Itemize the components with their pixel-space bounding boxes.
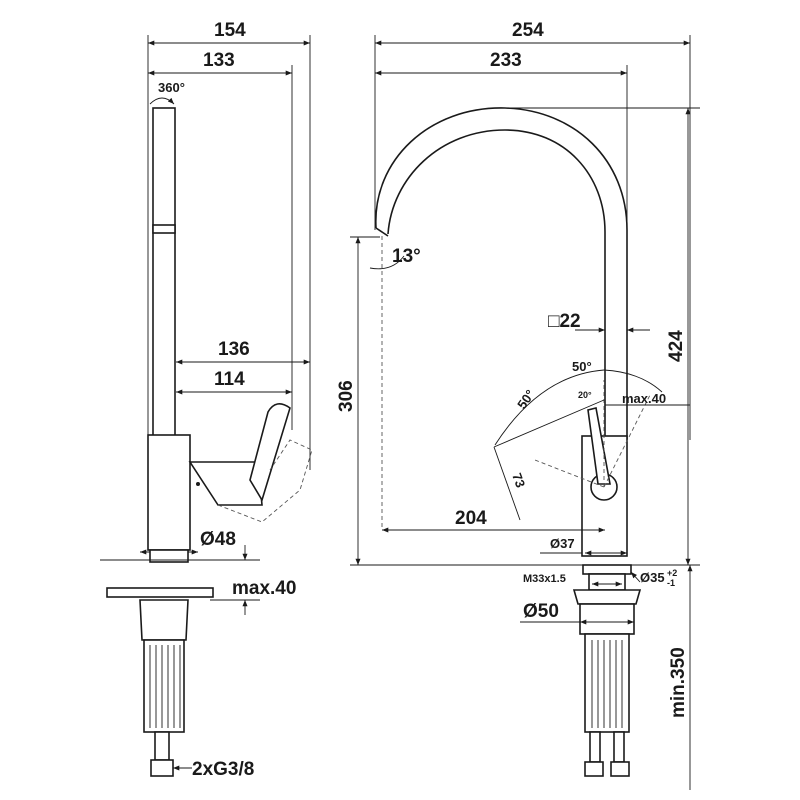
hole-diameter-label: Ø35 [640, 570, 665, 585]
angle-20: 20° [578, 390, 592, 400]
dim-label-136: 136 [218, 339, 250, 360]
dim-label-306: 306 [336, 380, 357, 412]
dim-label-d37: Ø37 [550, 536, 575, 551]
rotation-arrow [149, 97, 175, 105]
lever-max40: max.40 [622, 391, 666, 406]
angle-13: 13° [392, 246, 421, 267]
side-view: 154 133 360° 136 114 Ø48 max.40 2xG3/8 [100, 20, 313, 780]
hole-tol-minus: -1 [667, 578, 675, 588]
dim-label-square22: □22 [548, 311, 581, 332]
dim-label-233: 233 [490, 50, 522, 71]
dim-label-133: 133 [203, 50, 235, 71]
angle-50-side: 50° [514, 387, 538, 412]
counter-plate [106, 587, 214, 598]
body-side [147, 434, 191, 551]
lever-length-73: 73 [509, 471, 528, 490]
spout-inner [387, 129, 606, 440]
dim-label-154: 154 [214, 20, 246, 41]
dim-label-114: 114 [214, 369, 245, 390]
hose-nut [150, 759, 174, 777]
dim-label-204: 204 [455, 508, 487, 529]
angle-50-top: 50° [572, 359, 592, 374]
front-view: 254 233 13° 306 424 □22 50° 50° 20° max.… [336, 20, 700, 790]
dim-label-min350: min.350 [668, 647, 689, 718]
handle-side [249, 403, 291, 502]
spout-side [152, 107, 176, 439]
dim-label-max40: max.40 [232, 578, 296, 599]
hose [154, 731, 170, 761]
hole-tol-plus: +2 [667, 568, 677, 578]
thread-label: M33x1.5 [523, 573, 566, 585]
dim-label-254: 254 [512, 20, 544, 41]
dim-label-424: 424 [666, 330, 687, 362]
rotation-label: 360° [158, 80, 185, 95]
dim-label-d50: Ø50 [523, 601, 559, 622]
connection-label: 2xG3/8 [192, 759, 254, 780]
dim-label-d48: Ø48 [200, 529, 236, 550]
